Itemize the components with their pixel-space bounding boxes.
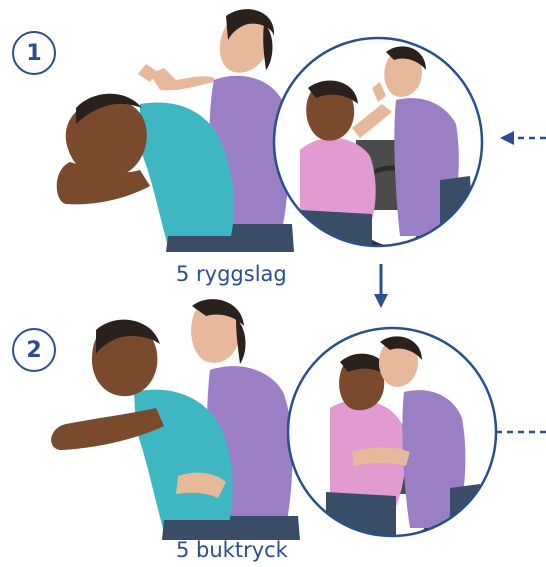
arrow-down-icon <box>374 264 388 308</box>
step-2-caption: 5 buktryck <box>176 538 288 562</box>
step-2-illustration <box>51 299 300 540</box>
step-1-illustration <box>57 9 294 252</box>
arrow-left-icon <box>500 131 546 145</box>
step-1-caption: 5 ryggslag <box>176 262 287 286</box>
step-2-wheelchair-inset <box>286 326 506 546</box>
step-1-wheelchair-inset <box>270 36 490 256</box>
